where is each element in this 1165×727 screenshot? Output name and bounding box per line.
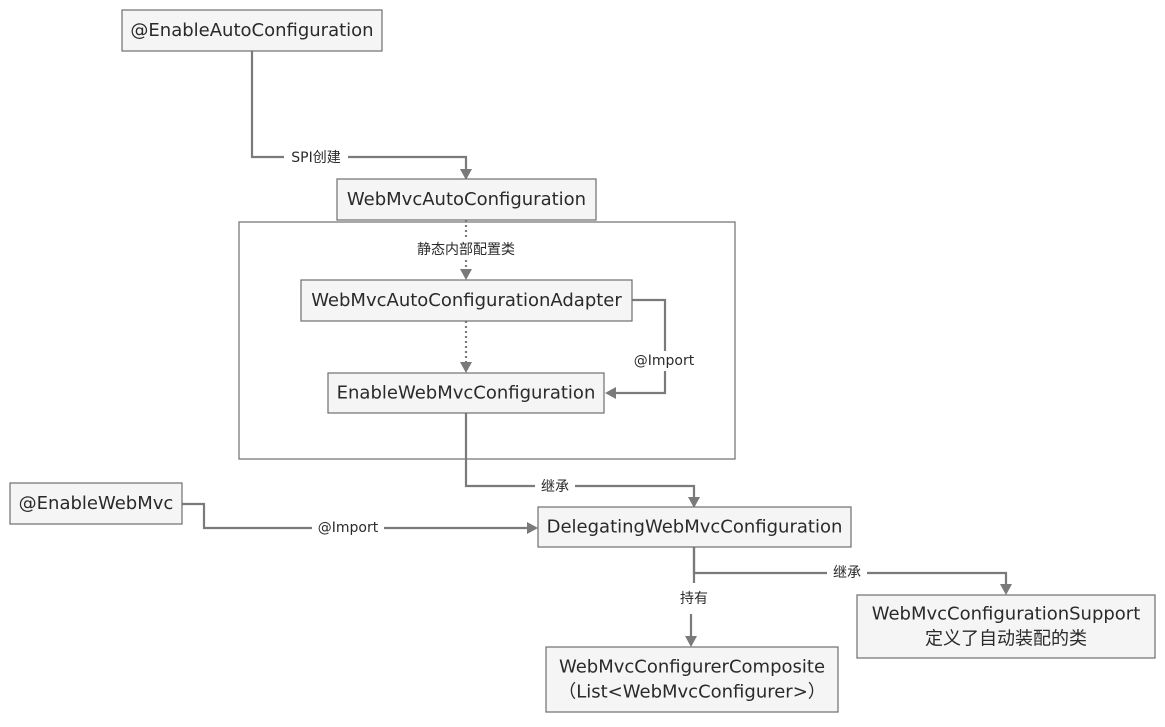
- edge-label-import-enable-webmvc: @Import: [318, 520, 379, 536]
- node-label-webmvc-configurer-composite-line1: WebMvcConfigurerComposite: [559, 657, 825, 678]
- edge-label-inherit-delegating: 继承: [541, 479, 569, 495]
- node-webmvc-configuration-support: WebMvcConfigurationSupport 定义了自动装配的类: [856, 594, 1156, 659]
- node-enable-webmvc: @EnableWebMvc: [9, 482, 183, 525]
- edge-label-static-inner-config: 静态内部配置类: [417, 242, 515, 258]
- edge-inherit-support: 继承: [692, 547, 1012, 595]
- edge-inherit-delegating: 继承: [464, 413, 700, 508]
- node-label-delegating-webmvc-configuration: DelegatingWebMvcConfiguration: [547, 517, 843, 538]
- node-enable-auto-configuration: @EnableAutoConfiguration: [121, 9, 383, 52]
- edge-spi-create: SPI创建: [250, 51, 472, 180]
- edge-import-adapter: @Import: [605, 298, 698, 399]
- edge-label-import-adapter: @Import: [634, 353, 695, 369]
- node-label-webmvc-configuration-support-line1: WebMvcConfigurationSupport: [872, 604, 1141, 625]
- edge-adapter-to-enable: [460, 321, 472, 373]
- edge-label-holds: 持有: [680, 591, 708, 607]
- edge-label-spi-create: SPI创建: [291, 150, 340, 166]
- edge-import-enable-webmvc: @Import: [182, 502, 538, 538]
- node-label-enable-webmvc: @EnableWebMvc: [19, 493, 174, 514]
- auto-configuration-group-frame: [238, 221, 736, 460]
- edge-static-inner-config: 静态内部配置类: [408, 220, 524, 280]
- node-label-enable-webmvc-configuration: EnableWebMvcConfiguration: [337, 383, 596, 404]
- node-label-enable-auto-configuration: @EnableAutoConfiguration: [130, 20, 373, 41]
- node-label-webmvc-configurer-composite-line2: （List<WebMvcConfigurer>）: [558, 682, 826, 703]
- node-delegating-webmvc-configuration: DelegatingWebMvcConfiguration: [537, 506, 852, 548]
- node-webmvc-auto-configuration: WebMvcAutoConfiguration: [336, 178, 597, 221]
- node-webmvc-configurer-composite: WebMvcConfigurerComposite （List<WebMvcCo…: [545, 646, 839, 713]
- node-enable-webmvc-configuration: EnableWebMvcConfiguration: [327, 372, 605, 414]
- node-webmvc-auto-configuration-adapter: WebMvcAutoConfigurationAdapter: [300, 279, 633, 322]
- node-label-webmvc-auto-configuration: WebMvcAutoConfiguration: [347, 189, 586, 210]
- edge-holds: 持有: [674, 547, 714, 647]
- node-label-webmvc-configuration-support-line2: 定义了自动装配的类: [925, 629, 1087, 650]
- edge-label-inherit-support: 继承: [833, 565, 861, 581]
- node-label-webmvc-auto-configuration-adapter: WebMvcAutoConfigurationAdapter: [311, 290, 622, 311]
